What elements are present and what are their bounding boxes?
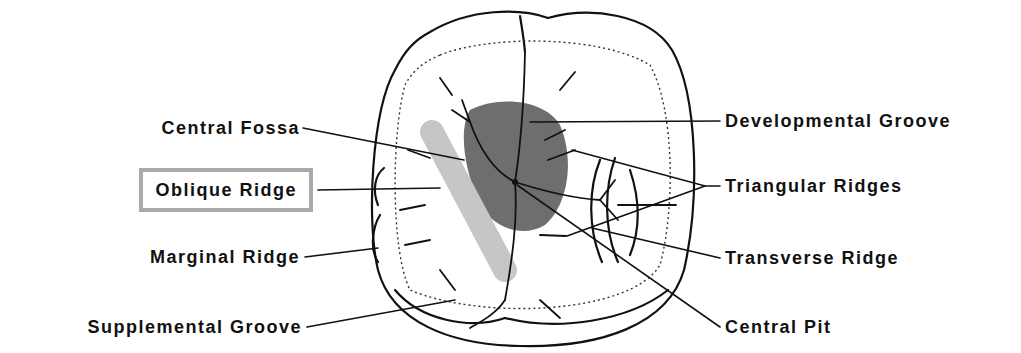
part-label: Oblique Ridge xyxy=(155,180,297,200)
highlight-box: Oblique Ridge xyxy=(139,168,313,212)
part-label: Central Fossa xyxy=(161,118,300,138)
part-label: Central Pit xyxy=(725,317,832,337)
part-label: Developmental Groove xyxy=(725,111,951,131)
part-label: Triangular Ridges xyxy=(725,176,903,196)
part-label: Transverse Ridge xyxy=(725,248,899,268)
part-label: Supplemental Groove xyxy=(87,317,302,337)
part-label: Marginal Ridge xyxy=(150,247,300,267)
